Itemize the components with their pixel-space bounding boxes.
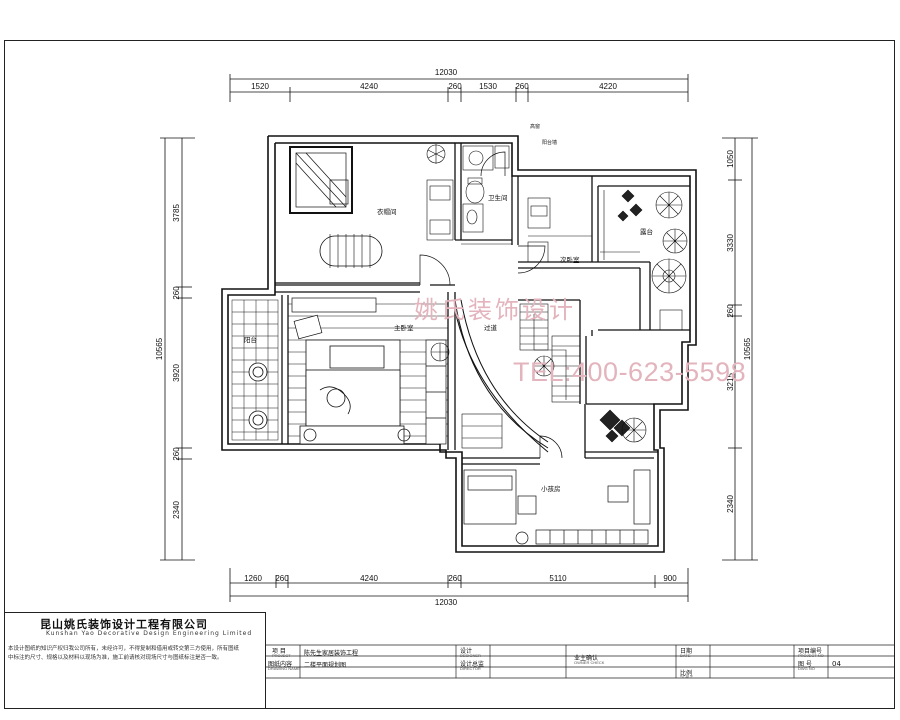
sheet-no-label: 图 号 — [798, 661, 812, 668]
company-box — [4, 612, 266, 708]
company-note: 本设计图纸的知识产权归我公司所有，未经许可，不得复制和借用或转交第三方使用，所有… — [8, 645, 260, 663]
designer-label: 设计 — [460, 648, 473, 655]
exterior-walls — [221, 135, 697, 553]
note-high-window: 高窗 — [530, 123, 540, 130]
dim-bottom-1: 1260 — [244, 574, 262, 583]
cloakroom-shelves — [426, 144, 454, 241]
sheet-border — [4, 40, 895, 709]
project-no-label-en: PROJECT NO — [798, 653, 824, 658]
dim-ticks-left — [160, 137, 195, 561]
dim-ticks-top — [229, 74, 689, 102]
bathroom-fixtures — [461, 145, 512, 245]
dim-left-2: 260 — [172, 286, 181, 300]
date-label: 日期 — [680, 648, 693, 655]
dim-bottom-6: 900 — [663, 574, 677, 583]
dim-top-3: 260 — [448, 82, 462, 91]
room-label-cloakroom: 衣帽间 — [377, 207, 397, 216]
dim-bottom-5: 5110 — [549, 574, 567, 583]
room-label-kids-room: 小孩房 — [541, 484, 561, 493]
curved-corridor — [454, 299, 549, 453]
dim-left-4: 260 — [172, 447, 181, 461]
company-name-en: Kunshan Yao Decorative Design Engineerin… — [46, 630, 253, 637]
room-label-terrace: 露台 — [640, 227, 653, 236]
dim-left-3: 3920 — [172, 364, 181, 382]
balcony-chairs — [248, 362, 268, 430]
dim-top-2: 4240 — [360, 82, 378, 91]
scale-label-en: SCALE — [680, 674, 694, 679]
dim-right-2: 3330 — [726, 234, 735, 252]
drawing-label: 图纸内容 — [268, 661, 293, 668]
watermark-company: 姚氏装饰设计 — [414, 296, 576, 324]
second-bedroom-furniture — [527, 190, 683, 331]
project-no-label: 项目编号 — [798, 648, 823, 655]
note-balcony-wall: 阳台墙 — [542, 139, 557, 146]
project-label-en: PROJECT — [272, 653, 291, 658]
room-label-second-bedroom: 次卧室 — [560, 255, 580, 264]
dim-top-4: 1530 — [479, 82, 497, 91]
date-label-en: DATE — [680, 653, 691, 658]
master-wardrobe — [291, 297, 447, 445]
dim-top-total: 12030 — [435, 68, 458, 77]
dim-right-5: 2340 — [726, 495, 735, 513]
sheet-no-value: 04 — [832, 660, 841, 668]
owner-check-label-en: OWNER CHECK — [574, 660, 605, 665]
dim-top-1: 1520 — [251, 82, 269, 91]
designer-label-en: DESIGNER — [460, 653, 481, 658]
scale-label: 比例 — [680, 670, 693, 677]
corridor-cabinets — [430, 342, 503, 449]
room-label-corridor: 过道 — [484, 323, 498, 332]
dim-top-6: 4220 — [599, 82, 617, 91]
dim-bottom-total: 12030 — [435, 598, 458, 607]
sheet-no-label-en: DWG NO — [798, 666, 815, 671]
dim-left-1: 3785 — [172, 204, 181, 222]
cloakroom-cabinet — [289, 146, 353, 214]
director-label-en: DIRECTOR — [460, 666, 481, 671]
director-label: 设计总监 — [460, 661, 485, 668]
watermark-phone: TEL:400-623-5598 — [513, 357, 747, 387]
master-bed — [299, 339, 411, 445]
dim-bottom-3: 4240 — [360, 574, 378, 583]
staircase — [519, 303, 581, 403]
dim-left-5: 2340 — [172, 501, 181, 519]
company-note-line-2: 中标注的尺寸、规格以及材料以现场为准，施工前请核对现场尺寸与图纸标注是否一致。 — [8, 655, 223, 661]
dim-bottom-2: 260 — [275, 574, 289, 583]
dim-ticks-right — [722, 137, 758, 561]
title-block-grid — [266, 644, 895, 679]
project-label: 项 目 — [272, 648, 286, 655]
company-name: 昆山姚氏装饰设计工程有限公司 — [40, 618, 208, 631]
kids-room-furniture — [463, 469, 651, 545]
room-label-bathroom: 卫生间 — [488, 193, 508, 202]
room-label-master-bedroom: 主卧室 — [394, 323, 414, 332]
company-note-line-1: 本设计图纸的知识产权归我公司所有，未经许可，不得复制和借用或转交第三方使用，所有… — [8, 646, 240, 652]
owner-check-label: 业主确认 — [574, 655, 599, 662]
dim-top-5: 260 — [515, 82, 529, 91]
drawing-label-en: DRAWING NAME — [268, 666, 300, 671]
dim-ticks-bottom — [229, 568, 689, 602]
dim-right-1: 1050 — [726, 150, 735, 168]
dim-right-3: 260 — [726, 304, 735, 318]
bench-seat — [319, 234, 383, 268]
dim-left-total: 10565 — [155, 337, 164, 360]
project-value: 陈先生家居装饰工程 — [304, 650, 359, 657]
dim-right-total: 10565 — [743, 337, 752, 360]
dim-bottom-4: 260 — [448, 574, 462, 583]
dim-right-4: 3215 — [726, 373, 735, 391]
room-label-balcony: 阳台 — [244, 335, 257, 344]
drawing-value: 二楼平面规划图 — [304, 662, 347, 669]
